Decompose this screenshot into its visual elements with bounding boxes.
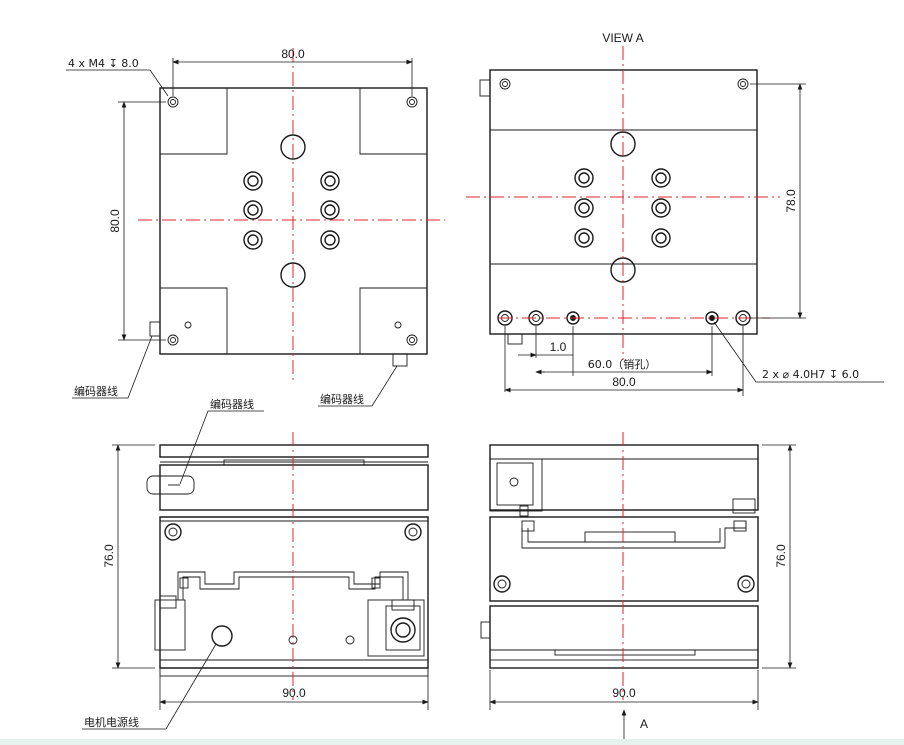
view-a-title: VIEW A	[602, 31, 643, 45]
view-a-arrow-label: A	[640, 717, 648, 731]
view-a-corner-holes	[497, 78, 751, 326]
callout-thread-holes: 4 x M4 ↧ 8.0	[68, 57, 139, 70]
leader-encoder-left	[72, 335, 153, 399]
m4-holes	[167, 96, 418, 346]
encoder-cable	[146, 475, 195, 495]
dim-top-width: 80.0	[281, 47, 305, 61]
corner-pad-bl	[160, 287, 228, 354]
leader-motor-power	[82, 643, 217, 730]
side-middle-block	[489, 516, 759, 602]
callout-motor-power: 电机电源线	[84, 715, 139, 729]
callout-encoder-front: 编码器线	[210, 397, 254, 411]
front-upper-block	[159, 464, 429, 511]
dim-view-a-width: 80.0	[612, 375, 636, 389]
dim-pin-spacing: 60.0（销孔）	[588, 357, 657, 371]
leader-encoder-right	[318, 365, 398, 407]
corner-pad-br	[359, 287, 427, 354]
top-view	[66, 48, 445, 407]
motor-cable-hole	[211, 625, 233, 647]
callout-encoder-left: 编码器线	[74, 384, 118, 398]
dim-view-a-height: 78.0	[784, 189, 798, 213]
leader-thread-holes	[66, 69, 169, 97]
counterbore-screws	[243, 171, 340, 250]
view-a-lower-connector	[507, 333, 523, 345]
corner-pad-tl	[160, 88, 228, 155]
leader-pin-holes	[713, 321, 884, 383]
top-large-hole	[280, 134, 306, 160]
dim-view-a-offset: 1.0	[550, 340, 567, 354]
view-a-connector	[479, 79, 491, 97]
footer-strip	[0, 739, 904, 745]
callout-encoder-right: 编码器线	[320, 392, 364, 406]
dim-front-height: 76.0	[102, 544, 116, 568]
dim-side-width: 90.0	[612, 686, 636, 700]
side-view	[480, 432, 796, 742]
side-upper-block	[489, 444, 759, 511]
dim-top-height: 80.0	[108, 209, 122, 233]
pin-holes	[566, 311, 719, 325]
front-view	[82, 410, 429, 730]
callout-pin-holes: 2 x ⌀ 4.0H7 ↧ 6.0	[762, 368, 859, 381]
corner-pad-tr	[359, 88, 427, 155]
encoder-connector-right	[392, 353, 408, 367]
leader-encoder-front	[179, 410, 264, 485]
side-lower-block	[489, 605, 759, 669]
encoder-connector-left	[149, 321, 161, 337]
front-body	[159, 516, 429, 669]
bottom-large-hole	[280, 262, 306, 288]
view-a-screws	[574, 168, 671, 248]
view-a	[466, 46, 884, 396]
front-top-plate	[159, 444, 429, 458]
dim-side-height: 76.0	[774, 544, 788, 568]
dim-front-width: 90.0	[282, 686, 306, 700]
